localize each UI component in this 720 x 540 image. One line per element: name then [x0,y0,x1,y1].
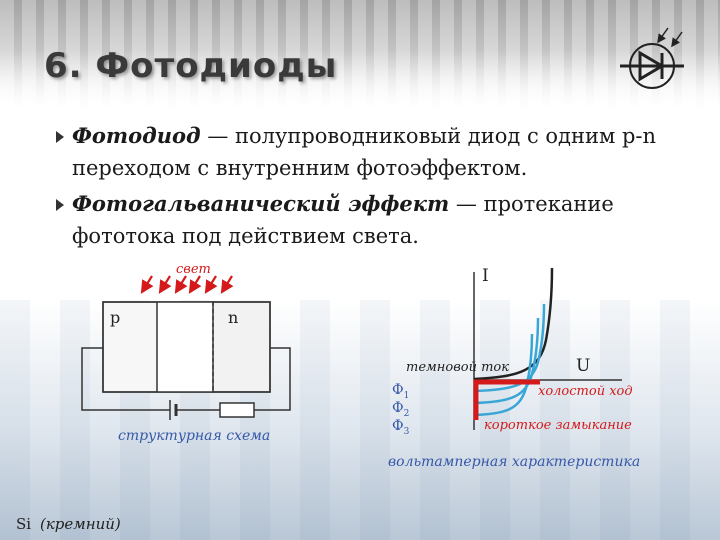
light-arrow-icon [188,275,202,294]
bullet-term: Фотодиод [72,123,201,148]
bullet-photodiode: Фотодиод — полупроводниковый диод с одни… [56,120,696,184]
u-axis-label: U [576,356,591,376]
dark-current-label: темновой ток [406,360,510,375]
bullet-photovoltaic-effect: Фотогальванический эффект — протекание ф… [56,188,696,252]
light-arrow-icon [158,275,172,294]
light-arrows [140,275,234,294]
i-axis-label: I [482,266,489,286]
light-arrow-icon [220,275,234,294]
slide-title: 6. Фотодиоды [44,46,338,86]
open-circuit-label: холостой ход [538,384,633,399]
vac-caption: вольтамперная характеристика [388,454,641,470]
short-circuit-label: короткое замыкание [484,418,632,433]
n-label: n [228,308,239,327]
header-background [0,0,720,110]
flux-curve-3 [473,333,534,417]
resistor-icon [219,402,255,418]
light-arrow-icon [140,275,154,294]
light-arrow-icon [174,275,188,294]
flux-curve-2 [473,317,540,405]
flux-curve-1 [473,303,546,393]
dark-current-curve [473,267,554,381]
flux-label-1: Ф1 [392,382,410,401]
bullet-term: Фотогальванический эффект [72,191,450,216]
p-label: p [110,308,121,327]
light-arrow-icon [204,275,218,294]
flux-label-2: Ф2 [392,400,410,419]
n-region [212,301,271,393]
bullet-arrow-icon [56,131,64,143]
material-symbol: Si [16,515,32,533]
scheme-caption: структурная схема [118,428,271,444]
material-name: (кремний) [40,515,121,533]
light-label: свет [176,262,211,277]
flux-label-3: Ф3 [392,418,410,437]
bullet-list: Фотодиод — полупроводниковый диод с одни… [56,120,696,256]
bullet-text: — полупроводниковый диод с одним р-n пер… [72,124,657,180]
bullet-text: — протекание фототока под действием свет… [72,192,614,248]
bullet-arrow-icon [56,199,64,211]
